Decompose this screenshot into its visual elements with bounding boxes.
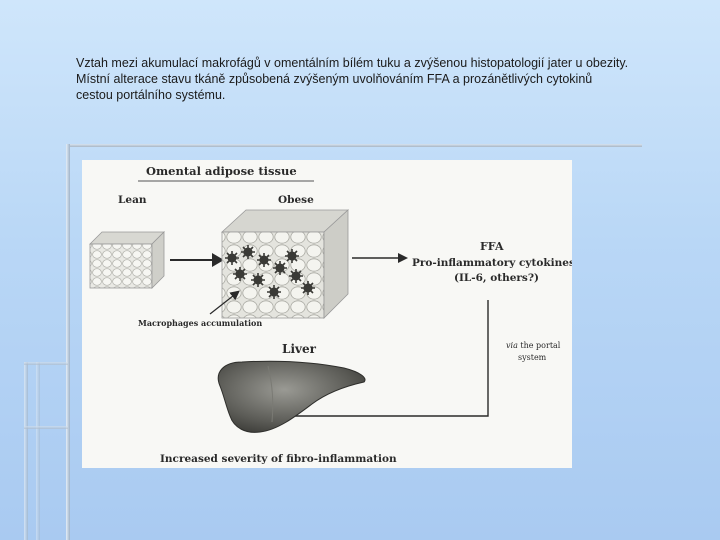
macrophage-cell bbox=[241, 245, 255, 259]
macrophage-cluster bbox=[225, 245, 315, 299]
lower-left-rule-2 bbox=[36, 362, 40, 540]
ffa-label: FFA bbox=[480, 240, 504, 253]
macrophage-cell bbox=[273, 261, 287, 275]
obese-label: Obese bbox=[278, 194, 314, 206]
portal-label-line1: via the portal bbox=[506, 341, 561, 350]
macrophage-cell bbox=[301, 281, 315, 295]
lower-left-hrule-2 bbox=[24, 426, 68, 429]
macrophage-cell bbox=[285, 249, 299, 263]
via-label: via bbox=[506, 341, 518, 350]
figure-title: Omental adipose tissue bbox=[146, 164, 297, 178]
portal-label-line2: system bbox=[518, 353, 547, 362]
lean-label: Lean bbox=[118, 194, 147, 206]
macrophage-pointer-arrow bbox=[209, 290, 240, 315]
macrophage-cell bbox=[267, 285, 281, 299]
caption-line-2: Místní alterace stavu tkáně způsobená zv… bbox=[76, 72, 593, 86]
macrophages-label: Macrophages accumulation bbox=[138, 318, 262, 328]
lean-tissue-block bbox=[89, 231, 165, 289]
macrophage-cell bbox=[257, 253, 271, 267]
liver-label: Liver bbox=[282, 342, 317, 356]
left-rule bbox=[66, 144, 70, 540]
lower-left-hrule bbox=[24, 362, 68, 365]
slide-caption: Vztah mezi akumulací makrofágů v omentál… bbox=[76, 55, 706, 103]
lean-to-obese-arrow bbox=[170, 253, 224, 267]
top-rule bbox=[68, 144, 642, 147]
caption-line-3: cestou portálního systému. bbox=[76, 88, 226, 102]
outcome-label: Increased severity of fibro-inflammation bbox=[160, 453, 397, 465]
liver-illustration bbox=[217, 360, 366, 433]
cytokines-note: (IL-6, others?) bbox=[454, 272, 539, 284]
portal-label: the portal bbox=[520, 341, 560, 350]
obese-to-ffa-arrow bbox=[352, 253, 408, 263]
figure-diagram: Omental adipose tissue Lean Obese bbox=[89, 164, 572, 465]
macrophage-cell bbox=[225, 251, 239, 265]
caption-line-1: Vztah mezi akumulací makrofágů v omentál… bbox=[76, 56, 629, 70]
figure-panel: Omental adipose tissue Lean Obese bbox=[82, 160, 572, 468]
macrophage-cell bbox=[289, 269, 303, 283]
macrophage-cell bbox=[233, 267, 247, 281]
macrophage-cell bbox=[251, 273, 265, 287]
cytokines-label: Pro-inflammatory cytokines bbox=[412, 257, 572, 269]
lower-left-rule-1 bbox=[24, 362, 28, 540]
